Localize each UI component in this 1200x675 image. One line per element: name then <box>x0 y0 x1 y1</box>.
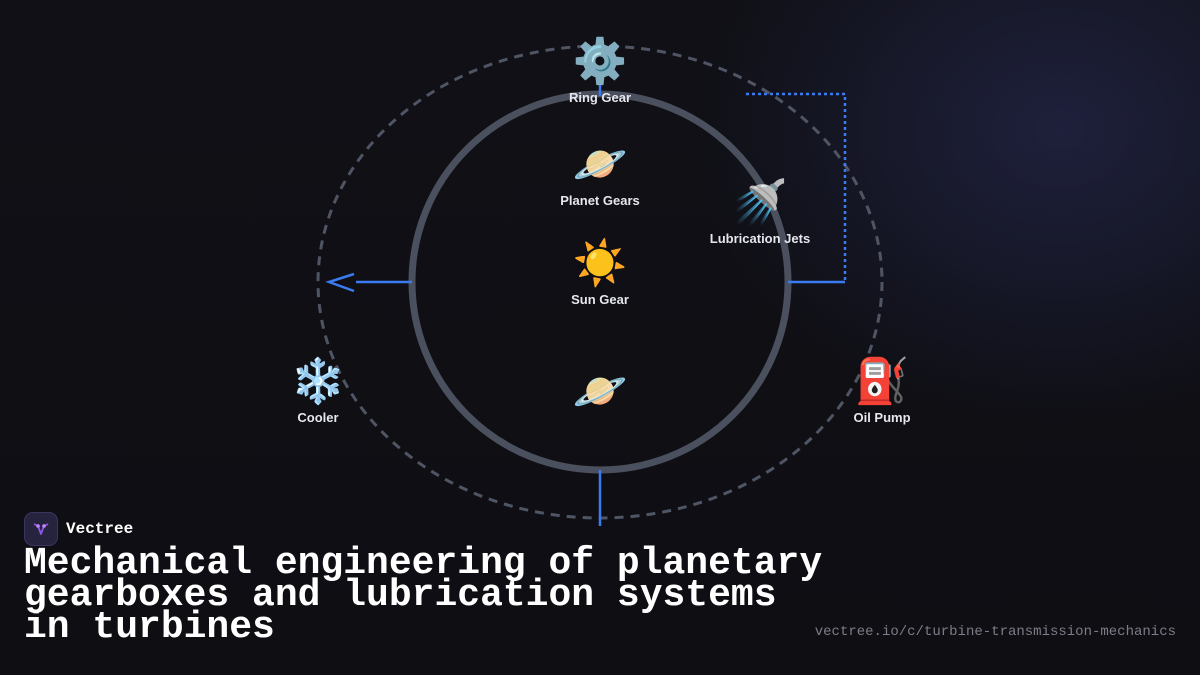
node-label-lubrication-jets: Lubrication Jets <box>709 231 811 246</box>
node-cooler: ❄️ Cooler <box>238 356 398 426</box>
node-label-ring-gear: Ring Gear <box>568 90 632 105</box>
node-label-cooler: Cooler <box>297 410 339 425</box>
snowflake-icon: ❄️ <box>290 356 346 407</box>
gear-icon: ⚙️ <box>572 36 628 87</box>
page-title: Mechanical engineering of planetary gear… <box>24 542 823 649</box>
sun-icon: ☀️ <box>572 238 628 289</box>
brand-logo <box>24 512 58 546</box>
node-planet-lower: 🪐 <box>520 368 680 416</box>
node-planet-gears: 🪐 Planet Gears <box>520 139 680 209</box>
node-lubrication-jets: 🚿 Lubrication Jets <box>680 177 840 247</box>
vectree-logo-icon <box>33 523 49 535</box>
arrowhead-left <box>325 272 355 293</box>
node-label-oil-pump: Oil Pump <box>853 410 911 425</box>
node-label-planet-gears: Planet Gears <box>560 193 640 208</box>
footer: Vectree <box>24 512 1176 546</box>
fuel-pump-icon: ⛽ <box>854 356 910 407</box>
node-sun-gear: ☀️ Sun Gear <box>520 238 680 308</box>
shower-icon: 🚿 <box>732 177 788 228</box>
node-oil-pump: ⛽ Oil Pump <box>802 356 962 426</box>
planet-icon: 🪐 <box>572 366 628 417</box>
lubrication-feed-line <box>746 92 847 282</box>
node-ring-gear: ⚙️ Ring Gear <box>520 36 680 106</box>
node-label-sun-gear: Sun Gear <box>571 292 629 307</box>
brand-name: Vectree <box>66 520 134 538</box>
source-url: vectree.io/c/turbine-transmission-mechan… <box>814 624 1176 640</box>
planet-icon: 🪐 <box>572 139 628 190</box>
brand: Vectree <box>24 512 1176 546</box>
